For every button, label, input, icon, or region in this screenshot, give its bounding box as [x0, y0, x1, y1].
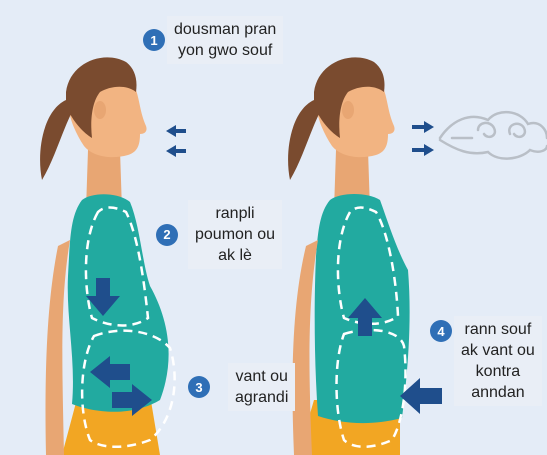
- ear-right: [342, 101, 354, 119]
- step-4-line-2: ak vant ou: [461, 340, 535, 361]
- step-2-line-2: poumon ou: [195, 224, 275, 245]
- step-1-label: dousman pran yon gwo souf: [167, 16, 283, 64]
- ponytail-left: [40, 100, 72, 180]
- step-4: 4 rann souf ak vant ou kontra anndan: [430, 316, 542, 406]
- step-3-line-2: agrandi: [235, 387, 288, 408]
- step-1-line-1: dousman pran: [174, 19, 276, 40]
- step-3-number: 3: [188, 376, 210, 398]
- step-3-label: vant ou agrandi: [228, 363, 295, 411]
- inhale-arrow-bottom-icon: [166, 145, 186, 157]
- step-4-line-1: rann souf: [461, 319, 535, 340]
- step-4-line-3: kontra: [461, 361, 535, 382]
- exhale-arrow-top-icon: [412, 121, 434, 133]
- step-3-line-1: vant ou: [235, 366, 288, 387]
- step-2-number: 2: [156, 224, 178, 246]
- arm-left: [46, 240, 71, 455]
- step-3: 3 vant ou agrandi: [188, 363, 295, 411]
- step-4-number: 4: [430, 320, 452, 342]
- step-4-label: rann souf ak vant ou kontra anndan: [454, 316, 542, 406]
- ear-left: [94, 101, 106, 119]
- step-1-line-2: yon gwo souf: [174, 40, 276, 61]
- exhale-arrow-bottom-icon: [412, 144, 434, 156]
- step-1: 1 dousman pran yon gwo souf: [143, 16, 283, 64]
- step-2-line-1: ranpli: [195, 203, 275, 224]
- step-4-line-4: anndan: [461, 382, 535, 403]
- step-2: 2 ranpli poumon ou ak lè: [156, 200, 282, 269]
- breath-cloud-icon: [440, 112, 547, 158]
- inhale-arrow-top-icon: [166, 125, 186, 137]
- step-2-label: ranpli poumon ou ak lè: [188, 200, 282, 269]
- ponytail-right: [288, 100, 320, 180]
- step-2-line-3: ak lè: [195, 245, 275, 266]
- step-1-number: 1: [143, 29, 165, 51]
